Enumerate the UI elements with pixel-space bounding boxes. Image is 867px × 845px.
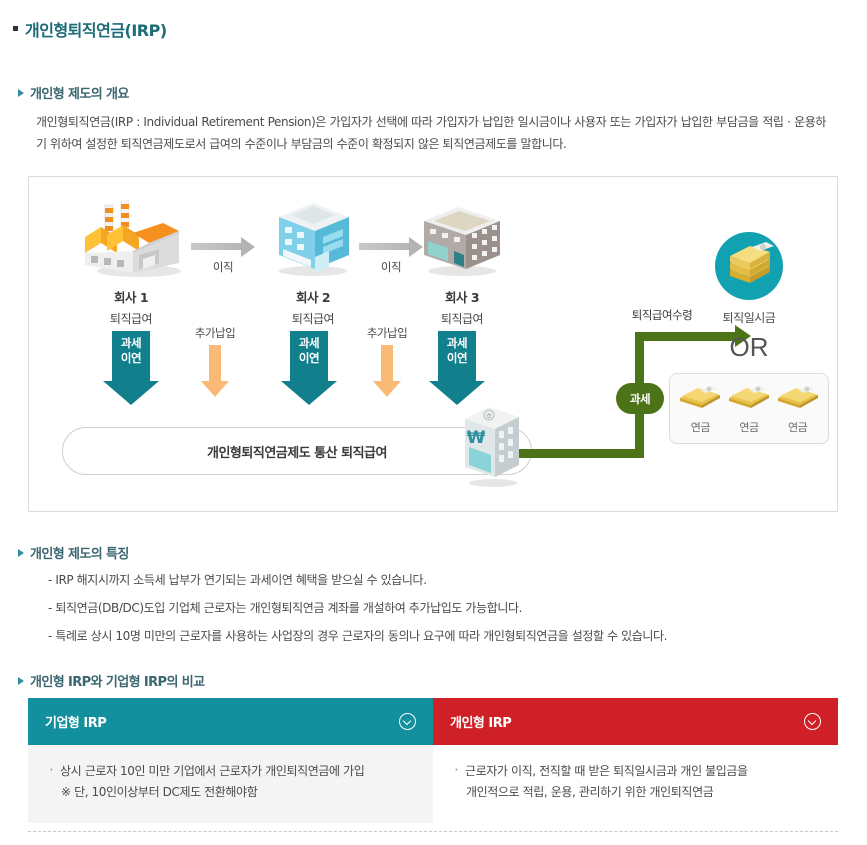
company-name-2: 회사 2 bbox=[295, 290, 331, 305]
aggregate-benefit-bar: 개인형퇴직연금제도 통산 퇴직급여 bbox=[62, 427, 532, 475]
taxation-badge: 과세 bbox=[616, 383, 664, 414]
pension-item-2: 연금 bbox=[726, 384, 772, 435]
pension-item-3: 연금 bbox=[775, 384, 821, 435]
lump-sum-caption: 퇴직일시금 bbox=[722, 311, 776, 325]
path-segment-bottom bbox=[519, 449, 644, 458]
money-stack-icon bbox=[715, 232, 783, 300]
square-bullet-icon bbox=[13, 25, 18, 31]
company-label-2: 회사 2 퇴직급여 bbox=[253, 287, 373, 327]
company-benefit-2: 퇴직급여 bbox=[291, 312, 335, 326]
comparison-bodies: 상시 근로자 10인 미만 기업에서 근로자가 개인퇴직연금에 가입 ※ 단, … bbox=[28, 745, 838, 823]
overview-paragraph: 개인형퇴직연금(IRP : Individual Retirement Pens… bbox=[36, 115, 826, 151]
arrow-head bbox=[241, 237, 255, 257]
feature-item: - IRP 해지시까지 소득세 납부가 연기되는 과세이연 혜택을 받으실 수 … bbox=[48, 573, 427, 587]
arrow-body bbox=[438, 331, 476, 381]
irp-flow-diagram: 회사 1 퇴직급여 이직 회사 2 퇴직급여 bbox=[28, 176, 838, 512]
arrow-head bbox=[735, 325, 751, 347]
office-building-blue-icon bbox=[267, 201, 359, 283]
money-bill-icon bbox=[680, 386, 721, 408]
arrow-head bbox=[429, 381, 485, 405]
features-list: - IRP 해지시까지 소득세 납부가 연기되는 과세이연 혜택을 받으실 수 … bbox=[48, 566, 838, 650]
tax-deferral-label-1: 과세 이연 bbox=[120, 336, 142, 365]
additional-payment-arrow-1: 추가납입 bbox=[195, 326, 236, 401]
payout-options: 퇴직일시금 OR 연금 bbox=[669, 232, 829, 444]
office-building-gray-icon bbox=[414, 203, 510, 283]
page-title: 개인형퇴직연금(IRP) bbox=[13, 17, 167, 41]
chevron-down-circle-icon[interactable] bbox=[399, 713, 416, 730]
arrow-body bbox=[290, 331, 328, 381]
money-bill-icon bbox=[777, 386, 818, 408]
benefit-receipt-label: 퇴직급여수령 bbox=[631, 308, 693, 322]
feature-item: - 특례로 상시 10명 미만의 근로자를 사용하는 사업장의 경우 근로자의 … bbox=[48, 629, 668, 643]
tax-deferral-arrow-2: 과세 이연 bbox=[281, 331, 337, 405]
chevron-down-circle-icon[interactable] bbox=[804, 713, 821, 730]
job-change-label-2: 이직 bbox=[380, 260, 402, 274]
feature-item: - 퇴직연금(DB/DC)도입 기업체 근로자는 개인형퇴직연금 계좌를 개설하… bbox=[48, 601, 523, 615]
arrow-head bbox=[409, 237, 423, 257]
svg-text:⏱: ⏱ bbox=[487, 413, 492, 420]
list-item: 상시 근로자 10인 미만 기업에서 근로자가 개인퇴직연금에 가입 ※ 단, … bbox=[48, 760, 413, 803]
arrow-body bbox=[209, 345, 221, 383]
company-benefit-1: 퇴직급여 bbox=[109, 312, 153, 326]
factory-icon bbox=[77, 199, 187, 283]
arrow-head bbox=[201, 381, 229, 397]
arrow-head bbox=[281, 381, 337, 405]
pension-option-box: 연금 연금 bbox=[669, 373, 829, 444]
additional-payment-label-2: 추가납입 bbox=[366, 326, 408, 340]
company-label-1: 회사 1 퇴직급여 bbox=[71, 287, 191, 327]
tax-deferral-label-2: 과세 이연 bbox=[298, 336, 320, 365]
arrow-head bbox=[373, 381, 401, 397]
comparison-table: 기업형 IRP 개인형 IRP 상시 근로자 10인 미만 기업에서 근로자가 … bbox=[28, 698, 838, 832]
path-segment-top bbox=[635, 332, 737, 341]
arrow-shaft bbox=[359, 243, 411, 250]
tax-deferral-arrow-3: 과세 이연 bbox=[429, 331, 485, 405]
triangle-bullet-icon bbox=[18, 676, 24, 685]
section-heading-comparison: 개인형 IRP와 기업형 IRP의 비교 bbox=[18, 671, 205, 690]
pension-caption-3: 연금 bbox=[788, 421, 808, 434]
svg-text:₩: ₩ bbox=[467, 428, 486, 448]
tax-deferral-label-3: 과세 이연 bbox=[446, 336, 468, 365]
company-name-3: 회사 3 bbox=[444, 290, 480, 305]
pension-caption-2: 연금 bbox=[739, 421, 759, 434]
comparison-header-corporate-irp-label: 기업형 IRP bbox=[45, 716, 107, 731]
page-title-text: 개인형퇴직연금(IRP) bbox=[25, 21, 167, 40]
comparison-header-individual-irp[interactable]: 개인형 IRP bbox=[433, 698, 838, 745]
additional-payment-arrow-2: 추가납입 bbox=[367, 326, 408, 401]
comparison-cell-corporate-irp: 상시 근로자 10인 미만 기업에서 근로자가 개인퇴직연금에 가입 ※ 단, … bbox=[28, 745, 433, 823]
pension-item-1: 연금 bbox=[677, 384, 723, 435]
money-bill-icon bbox=[728, 386, 769, 408]
comparison-header-corporate-irp[interactable]: 기업형 IRP bbox=[28, 698, 433, 745]
arrow-shaft bbox=[191, 243, 243, 250]
comparison-headers: 기업형 IRP 개인형 IRP bbox=[28, 698, 838, 745]
comparison-cell-individual-irp: 근로자가 이직, 전직할 때 받은 퇴직일시금과 개인 불입금을 개인적으로 적… bbox=[433, 745, 838, 823]
triangle-bullet-icon bbox=[18, 88, 24, 97]
list-item: 근로자가 이직, 전직할 때 받은 퇴직일시금과 개인 불입금을 개인적으로 적… bbox=[453, 760, 818, 803]
bank-building-won-icon: ⏱ ₩ bbox=[459, 403, 525, 493]
section-heading-features: 개인형 제도의 특징 bbox=[18, 543, 129, 562]
company-benefit-3: 퇴직급여 bbox=[440, 312, 484, 326]
section-heading-overview: 개인형 제도의 개요 bbox=[18, 83, 129, 102]
job-change-label-1: 이직 bbox=[212, 260, 234, 274]
arrow-head bbox=[103, 381, 159, 405]
company-name-1: 회사 1 bbox=[113, 290, 149, 305]
company-label-3: 회사 3 퇴직급여 bbox=[402, 287, 522, 327]
arrow-body bbox=[112, 331, 150, 381]
or-divider: OR bbox=[729, 332, 769, 362]
pension-caption-1: 연금 bbox=[690, 421, 711, 434]
additional-payment-label-1: 추가납입 bbox=[194, 326, 236, 340]
triangle-bullet-icon bbox=[18, 548, 24, 557]
comparison-header-individual-irp-label: 개인형 IRP bbox=[450, 716, 512, 731]
section-heading-features-label: 개인형 제도의 특징 bbox=[30, 547, 129, 562]
section-heading-comparison-label: 개인형 IRP와 기업형 IRP의 비교 bbox=[30, 675, 205, 690]
section-heading-overview-label: 개인형 제도의 개요 bbox=[30, 87, 129, 102]
arrow-body bbox=[381, 345, 393, 383]
tax-deferral-arrow-1: 과세 이연 bbox=[103, 331, 159, 405]
